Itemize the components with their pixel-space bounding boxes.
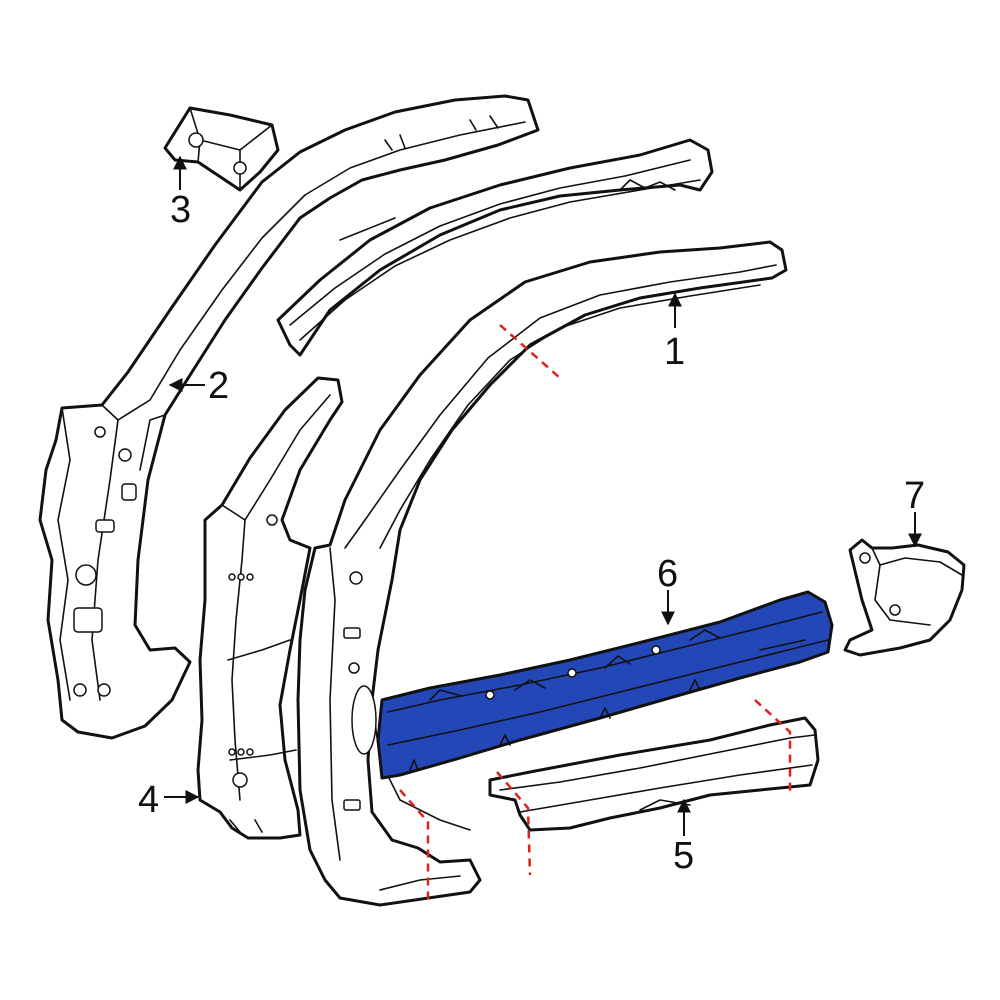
part-2-inner-pillar[interactable]	[38, 94, 540, 740]
leader-lines	[164, 155, 922, 836]
callout-labels: 1 2 3 4 5 6 7	[138, 189, 925, 877]
callout-2: 2	[208, 365, 229, 407]
cut-line-part5-left	[496, 771, 532, 876]
roof-side-rail[interactable]	[276, 138, 714, 357]
callout-1: 1	[664, 331, 685, 373]
cut-line-sill-left	[399, 789, 430, 900]
cut-lines	[399, 324, 792, 900]
part-3-bracket[interactable]	[163, 106, 280, 192]
part-7-bracket[interactable]	[843, 538, 966, 657]
part-5-rocker-reinforcement[interactable]	[488, 716, 820, 832]
callout-6: 6	[657, 553, 678, 595]
part-6-rocker-panel[interactable]	[376, 590, 834, 780]
callout-5: 5	[673, 835, 694, 877]
callout-3: 3	[170, 189, 191, 231]
callout-4: 4	[138, 779, 159, 821]
callout-7: 7	[904, 475, 925, 517]
part-4-lower-pillar[interactable]	[196, 376, 344, 840]
cut-line-part5-right	[754, 699, 792, 795]
